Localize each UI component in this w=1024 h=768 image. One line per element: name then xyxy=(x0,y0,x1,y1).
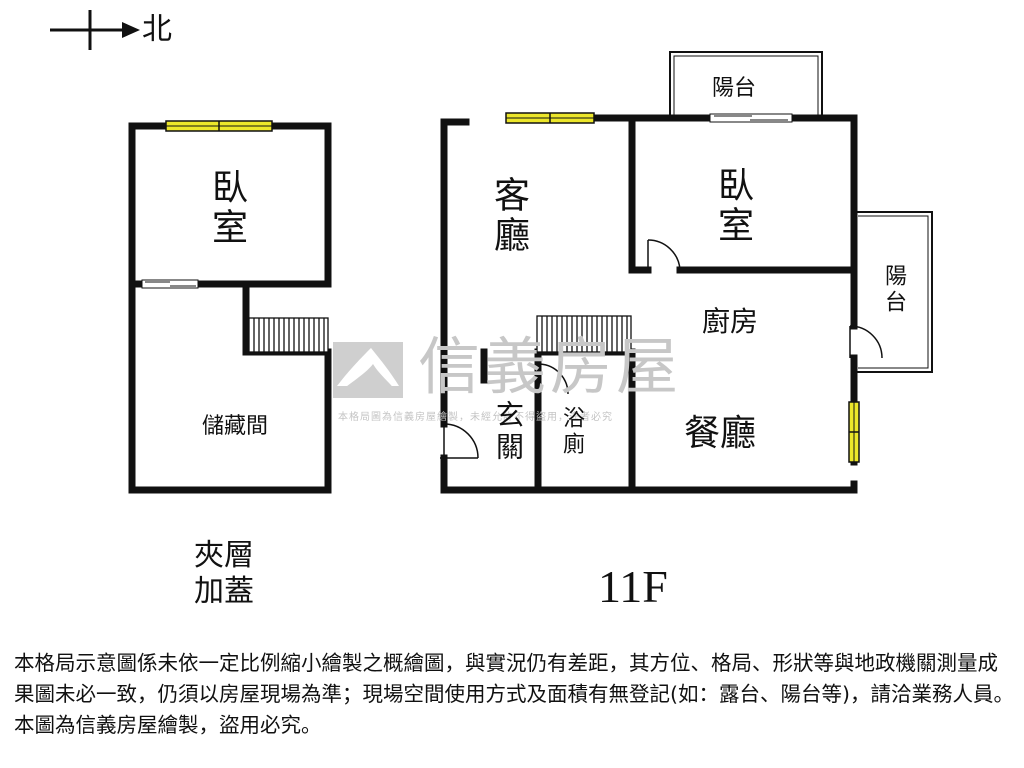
mezz-bedroom-window xyxy=(165,120,273,132)
disclaimer-text: 本格局示意圖係未依一定比例縮小繪製之概繪圖，與實況仍有差距，其方位、格局、形狀等… xyxy=(14,651,1014,737)
mezzanine-walls xyxy=(128,122,332,494)
right-balcony-label: 陽台 xyxy=(881,264,906,316)
balcony-door xyxy=(849,325,883,359)
storage-room-label: 儲藏間 xyxy=(202,414,269,439)
brand-logo-icon xyxy=(333,342,403,398)
mezz-stairs xyxy=(248,317,329,353)
north-arrow-icon xyxy=(50,10,140,50)
right-balcony xyxy=(854,211,933,373)
dining-room-window xyxy=(848,401,860,463)
watermark-brand-name: 信義房屋 xyxy=(418,330,683,403)
main-stairs xyxy=(536,315,632,353)
compass-north-label: 北 xyxy=(142,12,172,47)
floor-number-label: 11F xyxy=(598,561,668,612)
top-balcony-label: 陽台 xyxy=(712,76,757,101)
bedroom-door xyxy=(647,239,681,271)
top-balcony xyxy=(669,51,823,123)
living-room-window xyxy=(505,112,595,124)
dining-room-label: 餐廳 xyxy=(684,413,757,454)
mezz-sliding-door xyxy=(141,279,199,289)
mezzanine-label-line2: 加蓋 xyxy=(194,574,254,609)
mezzanine-label-line1: 夾層 xyxy=(194,538,254,573)
kitchen-label: 廚房 xyxy=(702,305,759,338)
main-bedroom-label: 臥室 xyxy=(712,166,753,246)
mezz-bedroom-label: 臥室 xyxy=(206,168,247,248)
bathroom-label: 浴廁 xyxy=(559,406,584,458)
living-room-label: 客廳 xyxy=(488,176,529,256)
watermark-notice: 本格局圖為信義房屋繪製，未經允許不得盜用，違者必究 xyxy=(338,412,613,423)
mezzanine-label: 夾層 加蓋 xyxy=(194,538,254,610)
entrance-door xyxy=(440,423,479,459)
entrance-label: 玄關 xyxy=(492,400,525,464)
bathroom-door xyxy=(539,363,569,395)
